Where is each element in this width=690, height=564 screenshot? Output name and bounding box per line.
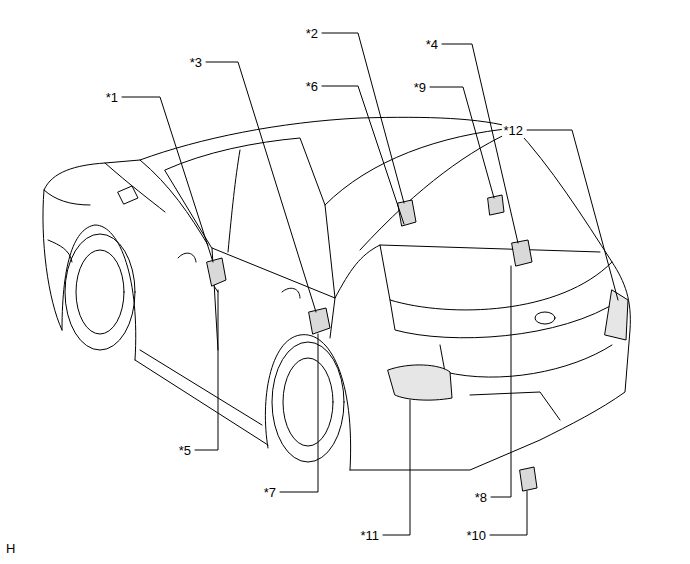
callout-number: *7: [263, 485, 277, 500]
callout-number: *11: [359, 528, 380, 543]
callout-number: *1: [105, 90, 119, 105]
callout-number: *6: [305, 79, 319, 94]
callout-number: *12: [502, 123, 524, 138]
callout-number: *9: [413, 80, 427, 95]
callout-number: *10: [465, 528, 487, 543]
callout-number: *5: [178, 443, 192, 458]
callout-number: *2: [305, 26, 319, 41]
figure-code: H: [5, 541, 16, 556]
callout-number: *3: [189, 55, 203, 70]
callout-number: *4: [425, 37, 439, 52]
callout-number: *8: [474, 490, 488, 505]
